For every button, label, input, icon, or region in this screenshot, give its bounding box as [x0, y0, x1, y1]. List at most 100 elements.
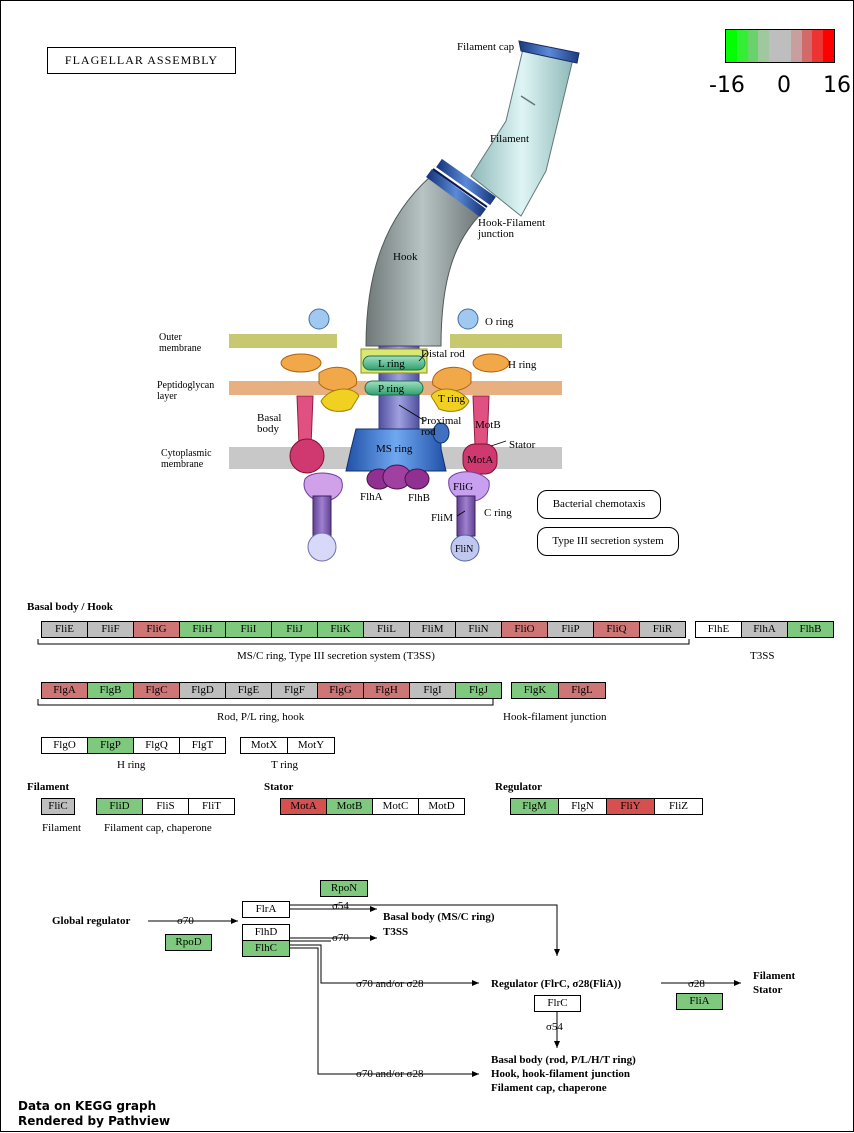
label-p-ring: P ring	[378, 383, 405, 395]
sigma70-label-b: σ70	[332, 932, 349, 944]
legend-max: 16	[823, 73, 851, 98]
gene-flis[interactable]: FliS	[142, 798, 189, 815]
gene-motb[interactable]: MotB	[326, 798, 373, 815]
label-distal-rod: Distal rod	[421, 348, 465, 360]
gene-flra[interactable]: FlrA	[242, 901, 290, 918]
gene-motc[interactable]: MotC	[372, 798, 419, 815]
legend-mid: 0	[777, 73, 791, 98]
sigma54-label-a: σ54	[332, 900, 349, 912]
gene-fliz[interactable]: FliZ	[654, 798, 703, 815]
label-hook: Hook	[393, 251, 418, 263]
gene-flgc[interactable]: FlgC	[133, 682, 180, 699]
gene-flga[interactable]: FlgA	[41, 682, 88, 699]
gene-flge[interactable]: FlgE	[225, 682, 272, 699]
group-label-ms-c-ring: MS/C ring, Type III secretion system (T3…	[237, 650, 435, 662]
gene-motx[interactable]: MotX	[240, 737, 288, 754]
sigma70-or-28-label-b: σ70 and/or σ28	[356, 1068, 424, 1080]
gene-flic[interactable]: FliC	[41, 798, 75, 815]
gene-flig[interactable]: FliG	[133, 621, 180, 638]
gene-flhe[interactable]: FlhE	[695, 621, 742, 638]
gene-flil[interactable]: FliL	[363, 621, 410, 638]
footer-data-on-kegg: Data on KEGG graph	[18, 1099, 157, 1113]
legend-swatch	[736, 30, 748, 62]
label-h-ring: H ring	[508, 359, 537, 371]
gene-flir[interactable]: FliR	[639, 621, 686, 638]
output-basal-body-ms: Basal body (MS/C ring)	[383, 911, 495, 923]
gene-fliy[interactable]: FliY	[606, 798, 655, 815]
legend-swatch	[779, 30, 791, 62]
global-regulator-label: Global regulator	[52, 915, 131, 927]
gene-moty[interactable]: MotY	[287, 737, 335, 754]
gene-flgb[interactable]: FlgB	[87, 682, 134, 699]
gene-flhc[interactable]: FlhC	[242, 940, 290, 957]
label-filament-cap: Filament cap	[457, 41, 515, 53]
gene-flhd[interactable]: FlhD	[242, 924, 290, 941]
gene-flgn[interactable]: FlgN	[558, 798, 607, 815]
gene-rpod[interactable]: RpoD	[165, 934, 212, 951]
section-stator: Stator	[264, 781, 294, 793]
gene-flih[interactable]: FliH	[179, 621, 226, 638]
gene-flgk[interactable]: FlgK	[511, 682, 559, 699]
gene-flip[interactable]: FliP	[547, 621, 594, 638]
gene-flgg[interactable]: FlgG	[317, 682, 364, 699]
label-filament: Filament	[490, 133, 529, 145]
output-regulator: Regulator (FlrC, σ28(FliA))	[491, 978, 622, 990]
sigma70-or-28-label-a: σ70 and/or σ28	[356, 978, 424, 990]
gene-flgp[interactable]: FlgP	[87, 737, 134, 754]
legend-swatch	[769, 30, 780, 62]
legend-color-bar	[725, 29, 835, 63]
gene-flgd[interactable]: FlgD	[179, 682, 226, 699]
gene-flif[interactable]: FliF	[87, 621, 134, 638]
gene-flim[interactable]: FliM	[409, 621, 456, 638]
label-motb: MotB	[475, 419, 501, 431]
group-label-hook-filament-junction: Hook-filament junction	[503, 711, 607, 723]
label-stator: Stator	[509, 439, 536, 451]
gene-flha[interactable]: FlhA	[741, 621, 788, 638]
gene-flio[interactable]: FliO	[501, 621, 548, 638]
label-c-ring: C ring	[484, 507, 512, 519]
gene-flgq[interactable]: FlgQ	[133, 737, 180, 754]
legend-swatch	[823, 30, 834, 62]
gene-flgo[interactable]: FlgO	[41, 737, 88, 754]
label-mota: MotA	[467, 454, 493, 466]
link-bacterial-chemotaxis[interactable]: Bacterial chemotaxis	[537, 490, 661, 519]
gene-flgj[interactable]: FlgJ	[455, 682, 502, 699]
legend-min: -16	[709, 73, 745, 98]
gene-flid[interactable]: FliD	[96, 798, 143, 815]
gene-flii[interactable]: FliI	[225, 621, 272, 638]
gene-flgf[interactable]: FlgF	[271, 682, 318, 699]
gene-flik[interactable]: FliK	[317, 621, 364, 638]
gene-flie[interactable]: FliE	[41, 621, 88, 638]
gene-flgm[interactable]: FlgM	[510, 798, 559, 815]
gene-rpon[interactable]: RpoN	[320, 880, 368, 897]
gene-flij[interactable]: FliJ	[271, 621, 318, 638]
label-flim: FliM	[431, 512, 453, 524]
gene-flia[interactable]: FliA	[676, 993, 723, 1010]
label-t-ring: T ring	[438, 393, 465, 405]
gene-flhb[interactable]: FlhB	[787, 621, 834, 638]
group-label-rod: Rod, P/L ring, hook	[217, 711, 305, 723]
gene-flrc[interactable]: FlrC	[534, 995, 581, 1012]
gene-flgi[interactable]: FlgI	[409, 682, 456, 699]
legend-swatch	[812, 30, 824, 62]
group-label-t-ring: T ring	[271, 759, 298, 771]
link-type-iii-secretion[interactable]: Type III secretion system	[537, 527, 679, 556]
gene-mota[interactable]: MotA	[280, 798, 327, 815]
section-regulator: Regulator	[495, 781, 543, 793]
gene-flit[interactable]: FliT	[188, 798, 235, 815]
label-flin: FliN	[455, 544, 473, 555]
gene-motd[interactable]: MotD	[418, 798, 465, 815]
gene-flgh[interactable]: FlgH	[363, 682, 410, 699]
output-filament: Filament	[753, 970, 796, 982]
gene-flgt[interactable]: FlgT	[179, 737, 226, 754]
label-flha: FlhA	[360, 491, 383, 503]
gene-flin[interactable]: FliN	[455, 621, 502, 638]
group-label-t3ss: T3SS	[750, 650, 775, 662]
gene-fliq[interactable]: FliQ	[593, 621, 640, 638]
gene-flgl[interactable]: FlgL	[558, 682, 606, 699]
